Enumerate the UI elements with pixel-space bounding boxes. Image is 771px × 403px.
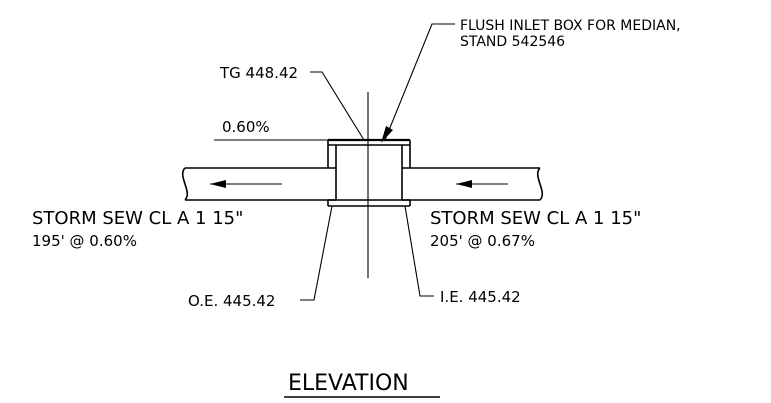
top-grate-leader (310, 71, 365, 141)
inlet-box-callout-line1: FLUSH INLET BOX FOR MEDIAN, (460, 18, 681, 34)
right-pipe-label: STORM SEW CL A 1 15" (430, 208, 641, 229)
left-storm-pipe (181, 167, 336, 201)
drawing-title: ELEVATION (288, 371, 409, 396)
inlet-elevation-leader (404, 205, 434, 297)
outlet-elevation-leader (300, 205, 333, 301)
inlet-box-leader (381, 23, 455, 143)
inlet-box-callout-line2: STAND 542546 (460, 34, 565, 50)
inlet-elevation-label: I.E. 445.42 (440, 288, 521, 306)
left-pipe-length-slope: 195' @ 0.60% (32, 232, 137, 250)
left-pipe-label: STORM SEW CL A 1 15" (32, 208, 243, 229)
outlet-elevation-label: O.E. 445.42 (188, 292, 275, 310)
inlet-box (327, 138, 411, 207)
top-grate-label: TG 448.42 (219, 64, 298, 82)
right-pipe-length-slope: 205' @ 0.67% (430, 232, 535, 250)
upstream-slope-label: 0.60% (222, 118, 270, 136)
right-storm-pipe (402, 167, 544, 201)
